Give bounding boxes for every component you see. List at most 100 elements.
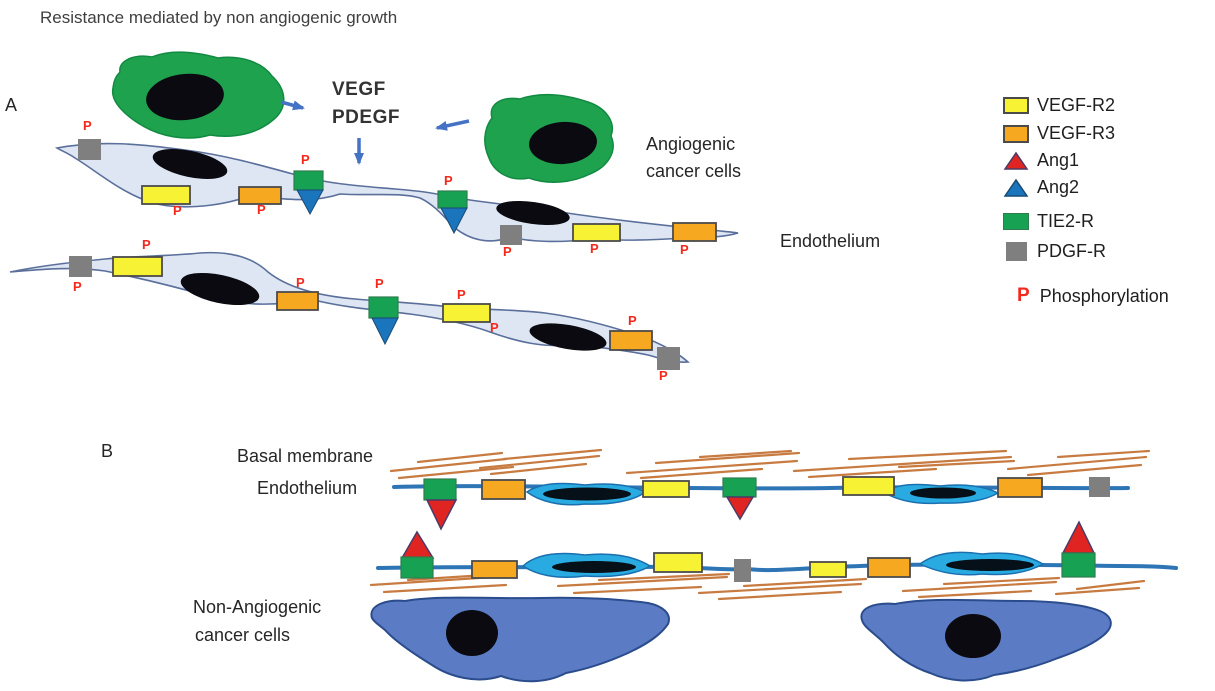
non-angiogenic-cancer-cell bbox=[370, 596, 670, 683]
arrow-cell-to-ligand-icon bbox=[435, 119, 470, 131]
pdgf-receptor bbox=[78, 139, 101, 160]
legend-item-pdgf: PDGF-R bbox=[1003, 241, 1106, 262]
vegf-r2-receptor bbox=[842, 476, 895, 496]
tie2-receptor bbox=[423, 478, 457, 501]
tie2-receptor bbox=[293, 170, 324, 191]
legend-label: VEGF-R3 bbox=[1037, 123, 1116, 143]
phosphorylation-p: P bbox=[142, 237, 151, 252]
arrow-cell-to-ligand-icon bbox=[280, 100, 305, 111]
legend-item-vegf-r2: VEGF-R2 bbox=[1003, 95, 1115, 116]
angiogenic-cells-label-line1: Angiogenic bbox=[646, 134, 736, 154]
phosphorylation-p: P bbox=[490, 320, 499, 335]
tie2-receptor bbox=[437, 190, 468, 209]
vegf-r3-receptor bbox=[471, 560, 518, 579]
endothelial-cell-b bbox=[525, 482, 647, 506]
vegf-ligand-label: VEGF bbox=[332, 79, 386, 100]
vegf-r3-receptor bbox=[672, 222, 717, 242]
phosphorylation-p: P bbox=[503, 244, 512, 259]
angiogenic-cells-label-line2: cancer cells bbox=[646, 161, 742, 181]
non-angiogenic-cancer-cell bbox=[860, 598, 1112, 682]
phosphorylation-p: P bbox=[173, 203, 182, 218]
endothelial-cell-b bbox=[918, 551, 1045, 576]
pdgf-receptor bbox=[1089, 477, 1110, 497]
phosphorylation-p: P bbox=[590, 241, 599, 256]
phosphorylation-p-icon: P bbox=[1017, 285, 1030, 306]
non-angiogenic-cells-label-line2: cancer cells bbox=[195, 625, 291, 645]
vegf-r3-receptor bbox=[867, 557, 911, 578]
pdegf-ligand-label: PDEGF bbox=[332, 107, 400, 128]
endothelium-a-label: Endothelium bbox=[780, 231, 881, 251]
basal-membrane-label: Basal membrane bbox=[237, 446, 374, 466]
vegf-r2-receptor bbox=[809, 561, 847, 578]
ang2-ligand bbox=[296, 189, 324, 216]
endothelial-cell-b bbox=[521, 552, 652, 579]
vegf-r2-swatch-icon bbox=[1003, 97, 1029, 114]
pdgf-receptor bbox=[657, 347, 680, 370]
legend-label: PDGF-R bbox=[1037, 241, 1106, 261]
vegf-r3-receptor bbox=[997, 477, 1043, 498]
vegf-r2-receptor bbox=[572, 223, 621, 242]
phosphorylation-p: P bbox=[296, 275, 305, 290]
endothelium-b-label: Endothelium bbox=[257, 478, 358, 498]
ang2-ligand bbox=[371, 317, 399, 346]
basal-membrane-fibers-top bbox=[389, 448, 1151, 480]
ang2-triangle-icon bbox=[1003, 178, 1029, 198]
ang1-ligand bbox=[400, 530, 435, 559]
pdgf-receptor bbox=[69, 256, 92, 277]
legend-item-ang2: Ang2 bbox=[1003, 177, 1079, 198]
legend-label: Phosphorylation bbox=[1039, 285, 1169, 306]
non-angiogenic-cells-label-line1: Non-Angiogenic bbox=[193, 597, 322, 617]
legend-label: TIE2-R bbox=[1037, 211, 1095, 231]
diagram-title: Resistance mediated by non angiogenic gr… bbox=[40, 8, 398, 27]
vegf-r2-receptor bbox=[653, 552, 703, 573]
legend-label: Ang2 bbox=[1037, 177, 1080, 197]
tie2-receptor bbox=[1061, 552, 1096, 578]
endothelial-cell-b bbox=[881, 483, 1000, 505]
vegf-r3-receptor bbox=[609, 330, 653, 351]
vegf-r3-receptor bbox=[276, 291, 319, 311]
tie2-receptor bbox=[400, 556, 434, 579]
legend: VEGF-R2 VEGF-R3 Ang1 Ang2 TIE2-R PDGF-R bbox=[1003, 95, 1213, 325]
ang1-triangle-icon bbox=[1003, 151, 1029, 171]
pdgf-receptor bbox=[734, 559, 751, 582]
angiogenic-cancer-cell bbox=[484, 93, 614, 183]
pdgf-receptor bbox=[500, 225, 522, 245]
ang1-ligand bbox=[1061, 520, 1096, 554]
vegf-r2-receptor bbox=[141, 185, 191, 205]
vegf-r3-receptor bbox=[481, 479, 526, 500]
legend-label: VEGF-R2 bbox=[1037, 95, 1116, 115]
phosphorylation-p: P bbox=[375, 276, 384, 291]
vegf-r2-receptor bbox=[442, 303, 491, 323]
vegf-r2-receptor bbox=[642, 480, 690, 498]
phosphorylation-p: P bbox=[659, 368, 668, 383]
tie2-receptor bbox=[722, 477, 757, 498]
panel-a-label: A bbox=[5, 95, 18, 115]
phosphorylation-p: P bbox=[83, 118, 92, 133]
ang2-ligand bbox=[440, 207, 468, 235]
vegf-r2-receptor bbox=[112, 256, 163, 277]
phosphorylation-p: P bbox=[73, 279, 82, 294]
legend-item-phosphorylation: P Phosphorylation bbox=[1017, 285, 1169, 307]
phosphorylation-p: P bbox=[257, 202, 266, 217]
legend-item-vegf-r3: VEGF-R3 bbox=[1003, 123, 1115, 144]
endothelium-row-2 bbox=[9, 251, 690, 363]
phosphorylation-p: P bbox=[680, 242, 689, 257]
phosphorylation-p: P bbox=[628, 313, 637, 328]
ang1-ligand bbox=[425, 499, 458, 531]
phosphorylation-p: P bbox=[444, 173, 453, 188]
ang1-ligand bbox=[725, 496, 755, 521]
pdgf-swatch-icon bbox=[1003, 242, 1029, 261]
tie2-receptor bbox=[368, 296, 399, 319]
legend-item-ang1: Ang1 bbox=[1003, 150, 1079, 171]
phosphorylation-marks: P P P P P P P P P P P P P P P P bbox=[73, 118, 689, 383]
legend-label: Ang1 bbox=[1037, 150, 1080, 170]
angiogenic-cancer-cell bbox=[111, 51, 285, 139]
legend-item-tie2: TIE2-R bbox=[1003, 211, 1094, 232]
vegf-r3-swatch-icon bbox=[1003, 124, 1029, 143]
phosphorylation-p: P bbox=[301, 152, 310, 167]
phosphorylation-p: P bbox=[457, 287, 466, 302]
panel-b-label: B bbox=[101, 441, 114, 461]
tie2-swatch-icon bbox=[1003, 213, 1029, 230]
